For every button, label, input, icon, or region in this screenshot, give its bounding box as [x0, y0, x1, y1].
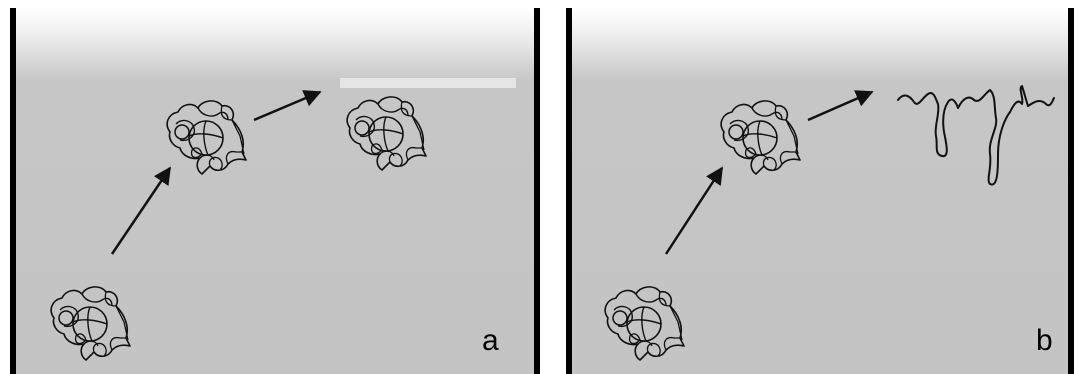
container-b [566, 8, 1074, 374]
panel-a: a [10, 8, 540, 374]
panel-label-a: a [482, 324, 499, 357]
arrow-icon [253, 90, 322, 122]
liquid-b [566, 8, 1074, 374]
liquid-a [10, 8, 540, 374]
panel-b: b [566, 8, 1074, 374]
container-a [10, 8, 540, 374]
arrow-icon [807, 90, 874, 122]
arrow-icon [110, 166, 172, 255]
unfolded-chain-icon [897, 85, 1055, 186]
panel-label-b: b [1036, 324, 1053, 357]
surface-patch [340, 78, 516, 88]
arrow-icon [664, 166, 724, 255]
